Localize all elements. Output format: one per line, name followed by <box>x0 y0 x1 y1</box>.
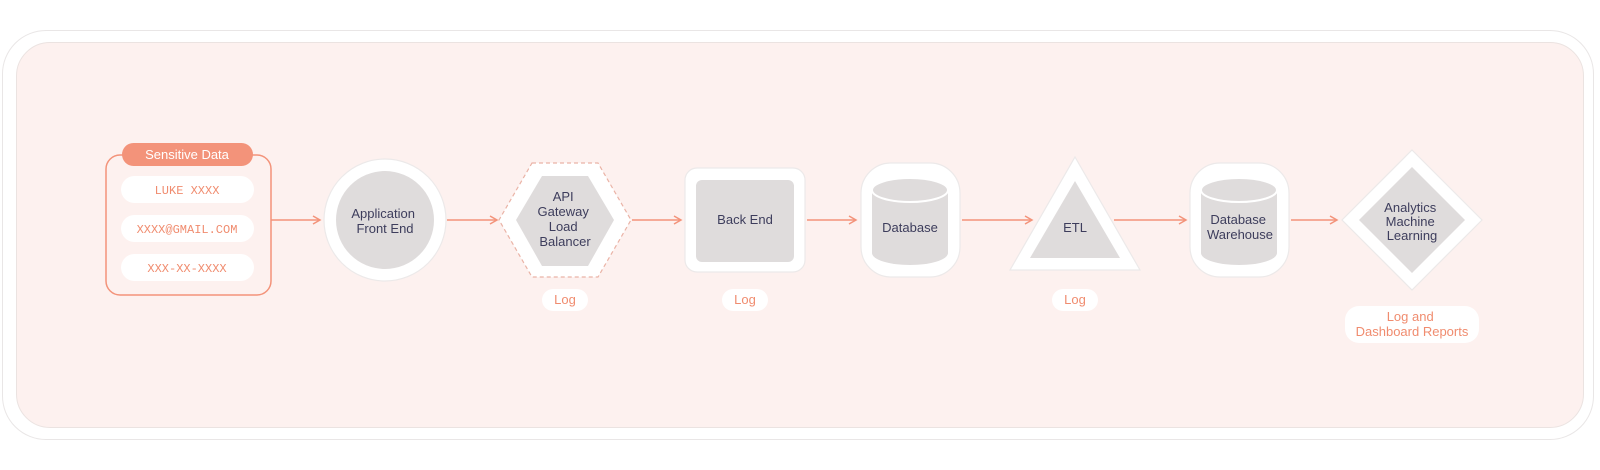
node-warehouse: Database Warehouse <box>1189 162 1290 278</box>
sensitive-item-ssn: XXX-XX-XXXX <box>147 262 226 276</box>
sensitive-item-email: XXXX@GMAIL.COM <box>137 223 238 237</box>
sensitive-item-pill <box>121 215 254 242</box>
frontend-label: Application Front End <box>351 206 418 236</box>
analytics-log-pill <box>1345 306 1479 343</box>
node-etl: ETL Log <box>1008 155 1142 311</box>
database-cylinder-body <box>872 190 948 265</box>
backend-log: Log <box>734 292 756 307</box>
sensitive-data-header-pill <box>122 143 253 166</box>
sensitive-item-name: LUKE XXXX <box>155 184 220 198</box>
etl-label: ETL <box>1063 220 1087 235</box>
sensitive-data-header: Sensitive Data <box>145 147 230 162</box>
database-cylinder-top <box>871 177 949 203</box>
backend-log-pill <box>722 289 768 311</box>
etl-log-pill <box>1052 289 1098 311</box>
database-label: Database <box>882 220 938 235</box>
sensitive-item-pill <box>121 176 254 203</box>
backend-square <box>696 180 794 262</box>
sensitive-item-pill <box>121 254 254 281</box>
analytics-label: Analytics Machine Learning <box>1384 200 1440 243</box>
analytics-diamond <box>1359 167 1465 273</box>
etl-log: Log <box>1064 292 1086 307</box>
frontend-circle <box>336 171 434 269</box>
warehouse-cylinder-body <box>1201 190 1277 265</box>
warehouse-label: Database Warehouse <box>1207 212 1273 242</box>
node-gateway: API Gateway Load Balancer Log <box>498 162 632 311</box>
sensitive-data-card: Sensitive Data LUKE XXXX XXXX@GMAIL.COM … <box>105 143 272 296</box>
backend-label: Back End <box>717 212 773 227</box>
warehouse-cylinder-top <box>1200 177 1278 203</box>
gateway-log-pill <box>542 289 588 311</box>
gateway-label: API Gateway Load Balancer <box>538 189 593 249</box>
node-analytics: Analytics Machine Learning Log and Dashb… <box>1341 149 1483 343</box>
gateway-log: Log <box>554 292 576 307</box>
etl-triangle <box>1030 181 1120 258</box>
gateway-hexagon <box>516 176 614 266</box>
node-backend: Back End Log <box>684 167 806 311</box>
analytics-log: Log and Dashboard Reports <box>1356 309 1469 339</box>
node-frontend: Application Front End <box>323 158 447 282</box>
node-database: Database <box>860 162 961 278</box>
